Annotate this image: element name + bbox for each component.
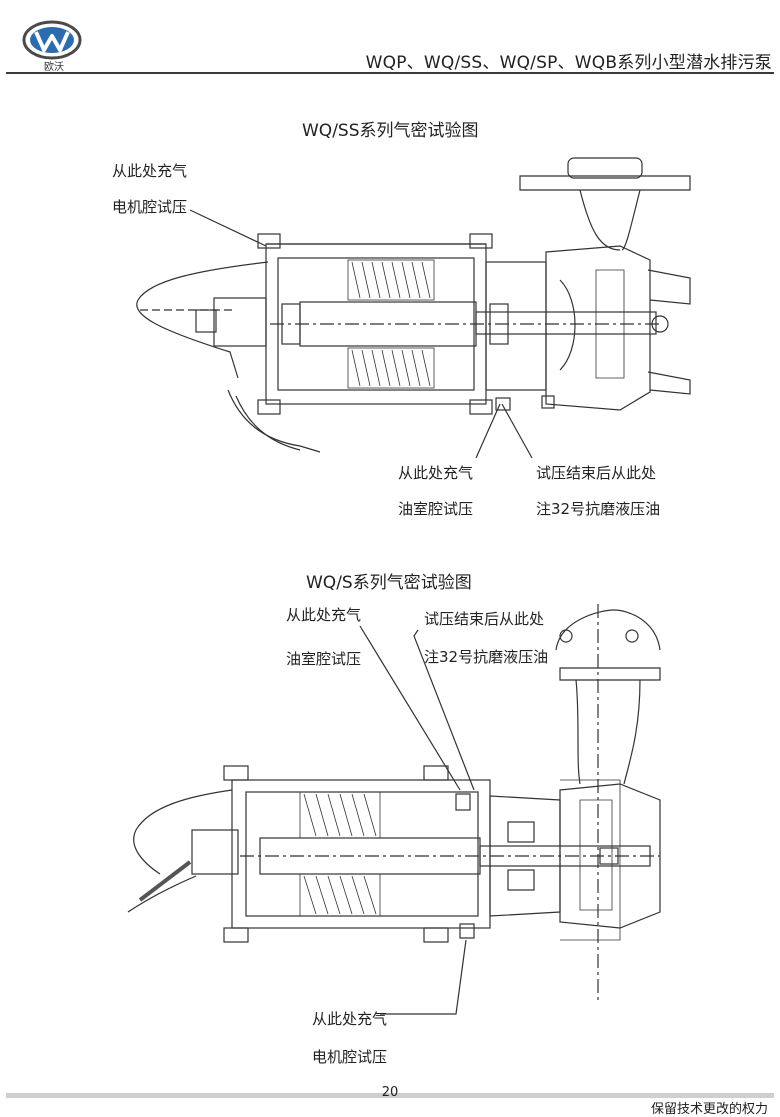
callout-oil-inflate: 从此处充气 (398, 464, 474, 482)
callout-motor-inflate: 从此处充气 (312, 1010, 388, 1028)
callout-motor-test: 电机腔试压 (312, 1048, 388, 1066)
page-number: 20 (381, 1085, 399, 1100)
leader-line (475, 403, 501, 459)
leader-line (413, 629, 475, 791)
callout-oil-fill: 试压结束后从此处 (424, 610, 545, 628)
figure-title-wqss: WQ/SS系列气密试验图 (302, 121, 479, 141)
pump-drawing-wqs (127, 604, 661, 1000)
callout-oil-fill: 试压结束后从此处 (536, 464, 657, 482)
leader-line (189, 209, 267, 247)
company-logo (22, 20, 82, 60)
leader-line (380, 939, 467, 1015)
callout-oil-type: 注32号抗磨液压油 (424, 648, 549, 666)
leader-line (359, 625, 461, 791)
footer-divider (6, 1093, 774, 1098)
callout-motor-inflate: 从此处充气 (112, 162, 188, 180)
header-divider (6, 72, 774, 74)
header-title: WQP、WQ/SS、WQ/SP、WQB系列小型潜水排污泵 (365, 53, 772, 73)
pump-drawing-wqss (136, 157, 691, 453)
callout-oil-test: 油室腔试压 (286, 650, 362, 668)
callout-motor-test: 电机腔试压 (112, 198, 188, 216)
leader-line (501, 403, 533, 459)
callout-oil-type: 注32号抗磨液压油 (536, 500, 661, 518)
figure-title-wqs: WQ/S系列气密试验图 (306, 573, 472, 593)
callout-oil-test: 油室腔试压 (398, 500, 474, 518)
callout-oil-inflate: 从此处充气 (286, 606, 362, 624)
footer-note: 保留技术更改的权力 (650, 1102, 768, 1117)
brand-name: 欧沃 (44, 62, 64, 73)
